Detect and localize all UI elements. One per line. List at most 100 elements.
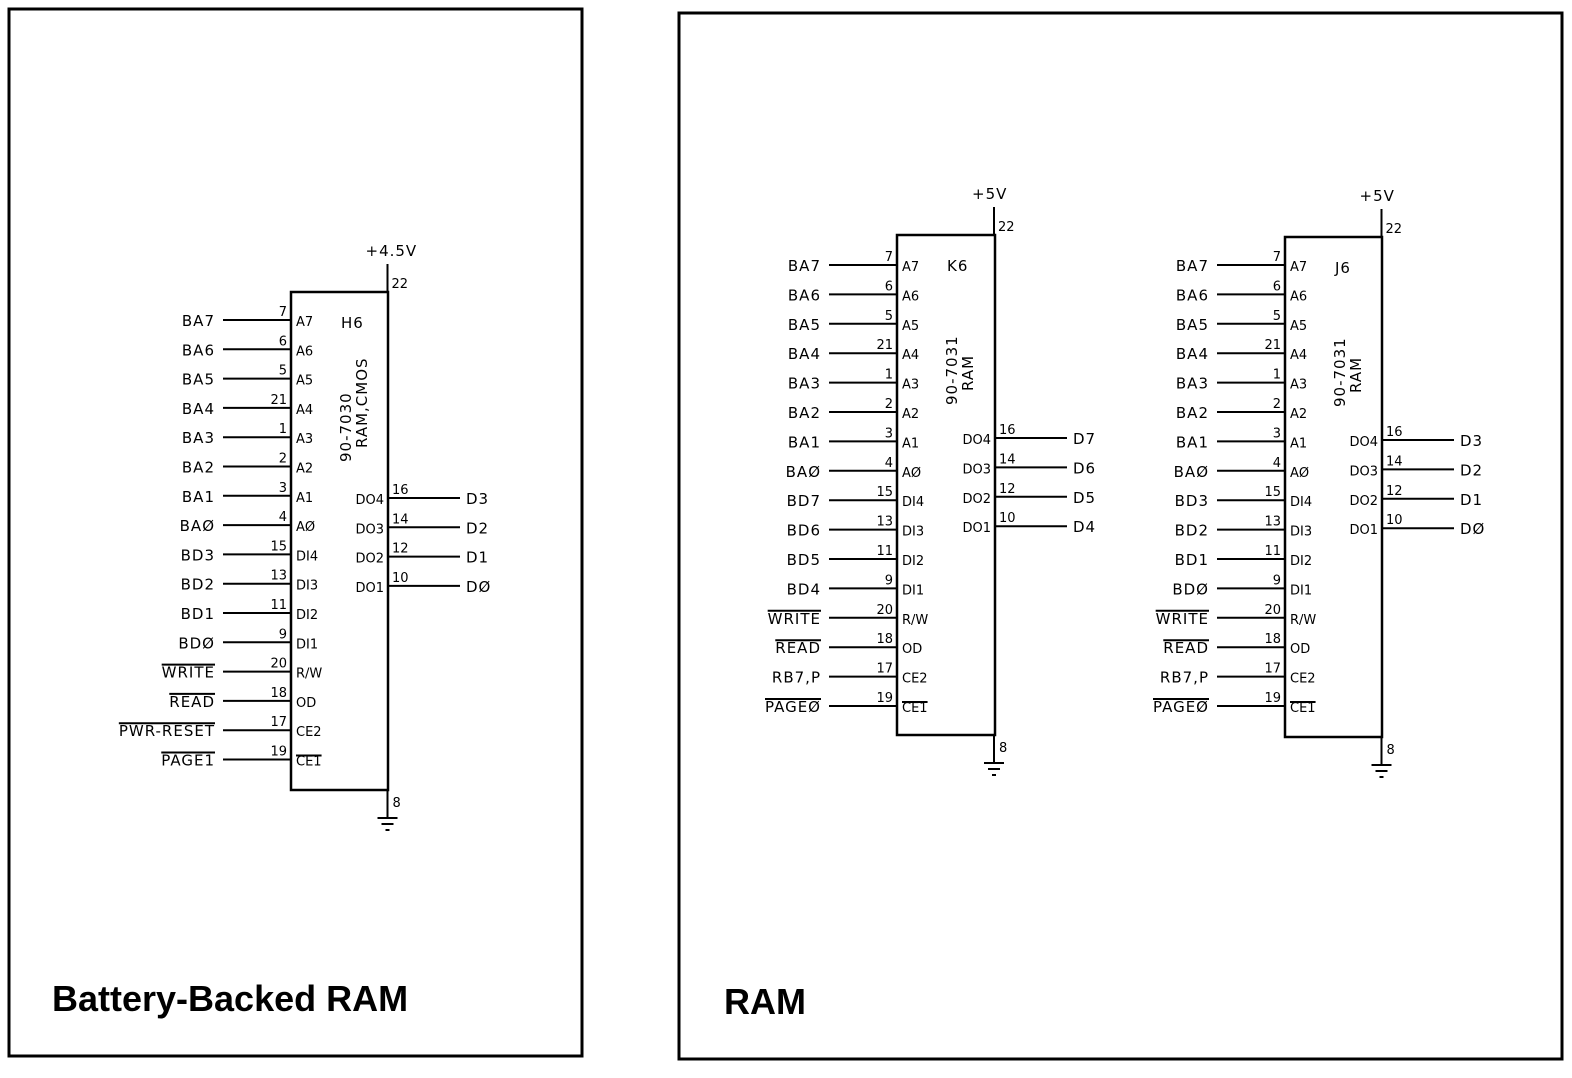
output-pin-number: 14 bbox=[1386, 454, 1403, 469]
output-pin-name: DO1 bbox=[962, 521, 991, 536]
input-pin-name: DI1 bbox=[902, 583, 924, 598]
input-signal-label: BA5 bbox=[182, 371, 215, 389]
input-signal-label: BA4 bbox=[788, 345, 821, 363]
input-pin-name: DI4 bbox=[902, 495, 924, 510]
input-signal-label: BA2 bbox=[182, 459, 215, 477]
input-pin-name: DI3 bbox=[1290, 525, 1312, 540]
output-pin-number: 16 bbox=[392, 483, 409, 498]
input-pin-name: A2 bbox=[1290, 407, 1307, 422]
output-signal-label: D6 bbox=[1073, 459, 1096, 477]
input-pin-number: 9 bbox=[279, 627, 287, 642]
output-pin-name: DO4 bbox=[962, 433, 991, 448]
output-pin-name: DO3 bbox=[355, 522, 384, 537]
input-signal-label: WRITE bbox=[768, 610, 821, 628]
input-pin-name: OD bbox=[296, 696, 316, 711]
output-signal-label: D4 bbox=[1073, 518, 1096, 536]
chip-part-number: 90-7031 bbox=[943, 335, 961, 405]
panel-ram-frame bbox=[677, 11, 1564, 1061]
input-pin-name: OD bbox=[1290, 642, 1310, 657]
input-signal-label: BAØ bbox=[180, 517, 215, 535]
input-pin-name: CE1 bbox=[1290, 701, 1316, 716]
input-signal-label: BAØ bbox=[1174, 463, 1209, 481]
input-signal-label: BA7 bbox=[788, 257, 821, 275]
input-pin-name: A1 bbox=[1290, 436, 1307, 451]
input-signal-label: BD2 bbox=[181, 576, 215, 594]
input-pin-number: 7 bbox=[885, 250, 893, 265]
output-signal-label: DØ bbox=[466, 578, 491, 596]
input-pin-name: OD bbox=[902, 642, 922, 657]
input-signal-label: BA6 bbox=[1176, 286, 1209, 304]
input-pin-number: 5 bbox=[1273, 309, 1281, 324]
input-pin-name: DI4 bbox=[296, 549, 318, 564]
input-pin-number: 4 bbox=[885, 456, 893, 471]
input-signal-label: BA3 bbox=[1176, 375, 1209, 393]
input-pin-number: 18 bbox=[1264, 632, 1281, 647]
output-signal-label: D3 bbox=[466, 490, 489, 508]
ground-pin-number: 8 bbox=[1387, 743, 1395, 758]
input-pin-number: 20 bbox=[270, 657, 287, 672]
chip-type: RAM bbox=[1347, 357, 1365, 393]
input-pin-number: 19 bbox=[1264, 691, 1281, 706]
input-pin-number: 7 bbox=[1273, 250, 1281, 265]
input-pin-name: CE1 bbox=[902, 701, 928, 716]
input-pin-name: DI4 bbox=[1290, 495, 1312, 510]
input-pin-number: 13 bbox=[876, 515, 893, 530]
input-pin-name: R/W bbox=[1290, 613, 1316, 628]
input-signal-label: BA7 bbox=[1176, 257, 1209, 275]
input-signal-label: BD1 bbox=[1175, 551, 1209, 569]
input-pin-number: 1 bbox=[1273, 368, 1281, 383]
output-pin-name: DO3 bbox=[1349, 464, 1378, 479]
output-signal-label: DØ bbox=[1460, 520, 1485, 538]
output-pin-name: DO2 bbox=[1349, 494, 1378, 509]
input-pin-name: A5 bbox=[902, 319, 919, 334]
input-pin-number: 5 bbox=[885, 309, 893, 324]
input-pin-number: 11 bbox=[1264, 544, 1281, 559]
chip-reference: J6 bbox=[1334, 259, 1351, 277]
input-pin-number: 19 bbox=[876, 691, 893, 706]
input-signal-label: BA4 bbox=[182, 400, 215, 418]
input-pin-number: 20 bbox=[876, 603, 893, 618]
input-signal-label: BD2 bbox=[1175, 522, 1209, 540]
input-pin-number: 17 bbox=[270, 715, 287, 730]
input-pin-number: 11 bbox=[270, 598, 287, 613]
chip-k6-body bbox=[895, 233, 997, 737]
output-pin-name: DO4 bbox=[355, 493, 384, 508]
input-signal-label: BD4 bbox=[787, 580, 821, 598]
input-pin-name: AØ bbox=[296, 520, 315, 535]
input-pin-number: 19 bbox=[270, 745, 287, 760]
input-signal-label: READ bbox=[775, 639, 821, 657]
input-pin-name: CE2 bbox=[296, 725, 322, 740]
input-signal-label: BA3 bbox=[182, 429, 215, 447]
power-pin-number: 22 bbox=[1386, 222, 1403, 237]
input-signal-label: BA7 bbox=[182, 312, 215, 330]
output-pin-number: 16 bbox=[999, 423, 1016, 438]
input-pin-number: 15 bbox=[270, 539, 287, 554]
input-pin-name: A4 bbox=[902, 348, 919, 363]
output-pin-name: DO4 bbox=[1349, 435, 1378, 450]
input-pin-name: A7 bbox=[902, 260, 919, 275]
output-signal-label: D2 bbox=[1460, 461, 1483, 479]
input-signal-label: BDØ bbox=[1172, 580, 1209, 598]
input-signal-label: WRITE bbox=[162, 664, 215, 682]
input-signal-label: BDØ bbox=[178, 634, 215, 652]
input-pin-name: DI3 bbox=[902, 525, 924, 540]
input-pin-name: A2 bbox=[902, 407, 919, 422]
ground-pin-number: 8 bbox=[999, 741, 1007, 756]
input-pin-number: 7 bbox=[279, 305, 287, 320]
input-pin-name: CE1 bbox=[296, 755, 322, 770]
input-pin-number: 20 bbox=[1264, 603, 1281, 618]
input-signal-label: PAGEØ bbox=[1153, 698, 1209, 716]
panel-title-ram: RAM bbox=[724, 981, 806, 1022]
output-pin-name: DO3 bbox=[962, 462, 991, 477]
input-pin-number: 9 bbox=[885, 573, 893, 588]
input-pin-number: 6 bbox=[885, 279, 893, 294]
output-signal-label: D3 bbox=[1460, 432, 1483, 450]
input-pin-number: 3 bbox=[885, 426, 893, 441]
input-signal-label: BA1 bbox=[182, 488, 215, 506]
input-pin-name: DI2 bbox=[296, 608, 318, 623]
output-pin-number: 16 bbox=[1386, 425, 1403, 440]
input-signal-label: WRITE bbox=[1156, 610, 1209, 628]
input-pin-number: 4 bbox=[1273, 456, 1281, 471]
input-signal-label: BA6 bbox=[182, 341, 215, 359]
